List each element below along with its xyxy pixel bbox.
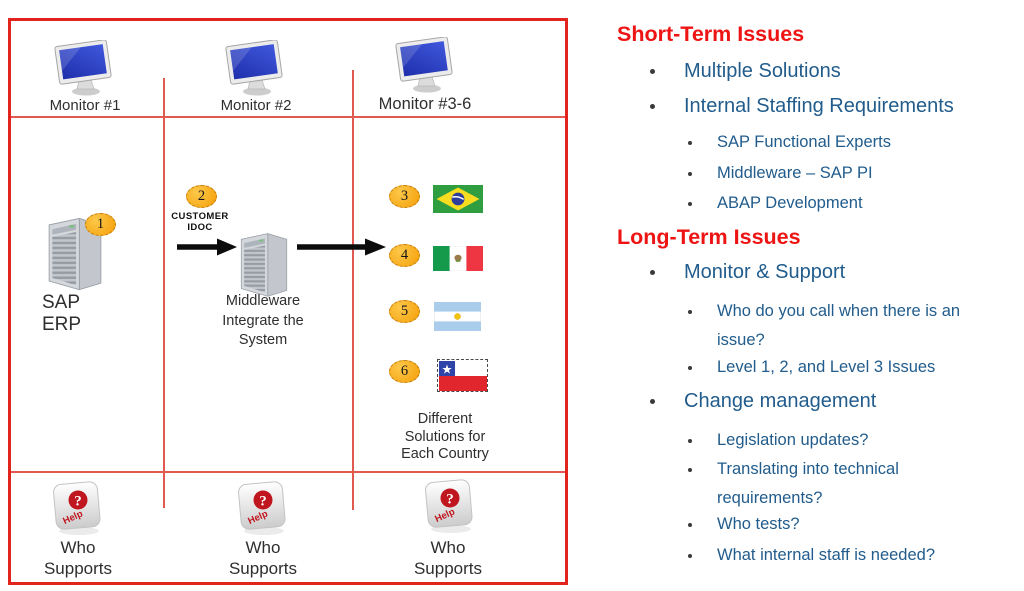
- who-supports-label: Who Supports: [228, 538, 298, 578]
- step-badge-1: 1: [85, 213, 116, 236]
- list-item: ABAP Development: [688, 189, 863, 218]
- who-supports-label: Who Supports: [413, 538, 483, 578]
- list-item: Internal Staffing Requirements: [650, 93, 954, 119]
- list-item-label: ABAP Development: [717, 194, 863, 212]
- sap-server-icon: [48, 217, 102, 291]
- arrow-right-icon: [297, 238, 386, 256]
- different-solutions-label: Different Solutions for Each Country: [401, 411, 489, 462]
- list-item-label: Multiple Solutions: [684, 60, 841, 82]
- list-item-label: Internal Staffing Requirements: [684, 95, 954, 117]
- monitor-icon: [225, 40, 283, 96]
- list-item: What internal staff is needed?: [688, 541, 935, 570]
- bullet-icon: [688, 141, 692, 145]
- step-badge-6: 6: [389, 360, 420, 383]
- help-key-icon: ? Help: [425, 479, 473, 533]
- bullet-icon: [688, 554, 692, 558]
- middleware-label: Middleware Integrate the System: [222, 293, 304, 348]
- list-item-label: SAP Functional Experts: [717, 133, 891, 151]
- step-badge-3: 3: [389, 185, 420, 208]
- list-item-label: Who tests?: [717, 515, 800, 533]
- step-badge-5: 5: [389, 300, 420, 323]
- argentina-flag-icon: [433, 301, 482, 332]
- question-mark: ?: [74, 494, 82, 510]
- list-item-label: Level 1, 2, and Level 3 Issues: [717, 358, 936, 376]
- row-divider-bottom: [11, 471, 565, 473]
- column-divider-2: [352, 70, 354, 510]
- list-item: Who do you call when there is an issue?: [688, 297, 989, 355]
- list-item: Legislation updates?: [688, 426, 868, 455]
- bullet-icon: [688, 172, 692, 176]
- bullet-icon: [688, 310, 692, 314]
- list-item: Monitor & Support: [650, 259, 845, 285]
- bullet-icon: [650, 399, 655, 404]
- list-item-label: What internal staff is needed?: [717, 546, 935, 564]
- step-badge-4: 4: [389, 244, 420, 267]
- list-item: Middleware – SAP PI: [688, 159, 873, 188]
- bullet-icon: [650, 69, 655, 74]
- mexico-flag-icon: [432, 245, 484, 272]
- list-item-label: Who do you call when there is an issue?: [717, 302, 961, 349]
- arrow-right-icon: [177, 238, 237, 256]
- bullet-icon: [688, 523, 692, 527]
- diagram-frame: [8, 18, 568, 585]
- bullet-icon: [650, 270, 655, 275]
- question-mark: ?: [446, 492, 454, 508]
- long-term-issues-heading: Long-Term Issues: [617, 225, 801, 249]
- bullet-icon: [688, 468, 692, 472]
- bullet-icon: [688, 439, 692, 443]
- help-key-icon: ? Help: [238, 481, 286, 535]
- bullet-icon: [688, 366, 692, 370]
- step-badge-2: 2: [186, 185, 217, 208]
- list-item: Who tests?: [688, 510, 800, 539]
- list-item-label: Translating into technical requirements?: [717, 460, 899, 507]
- list-item: Translating into technical requirements?: [688, 455, 989, 513]
- bullet-icon: [688, 202, 692, 206]
- question-mark: ?: [259, 494, 267, 510]
- monitor-3-6-label: Monitor #3-6: [378, 95, 472, 113]
- chile-flag-icon: [437, 359, 488, 392]
- sap-erp-label: SAP ERP: [42, 292, 82, 335]
- list-item: Level 1, 2, and Level 3 Issues: [688, 353, 935, 382]
- help-key-icon: ? Help: [53, 481, 101, 535]
- short-term-issues-heading: Short-Term Issues: [617, 22, 805, 46]
- row-divider-top: [11, 116, 565, 118]
- brazil-flag-icon: [433, 185, 483, 213]
- customer-idoc-label: CUSTOMER IDOC: [171, 211, 229, 233]
- monitor-2-label: Monitor #2: [220, 97, 292, 114]
- list-item-label: Monitor & Support: [684, 261, 846, 283]
- who-supports-label: Who Supports: [43, 538, 113, 578]
- monitor-icon: [54, 40, 112, 96]
- list-item: Multiple Solutions: [650, 58, 841, 84]
- monitor-1-label: Monitor #1: [49, 97, 121, 114]
- list-item: SAP Functional Experts: [688, 128, 891, 157]
- bullet-icon: [650, 104, 655, 109]
- monitor-icon: [395, 37, 453, 93]
- list-item: Change management: [650, 388, 876, 414]
- middleware-server-icon: [240, 233, 288, 297]
- list-item-label: Middleware – SAP PI: [717, 164, 873, 182]
- list-item-label: Legislation updates?: [717, 431, 869, 449]
- list-item-label: Change management: [684, 390, 877, 412]
- column-divider-1: [163, 78, 165, 508]
